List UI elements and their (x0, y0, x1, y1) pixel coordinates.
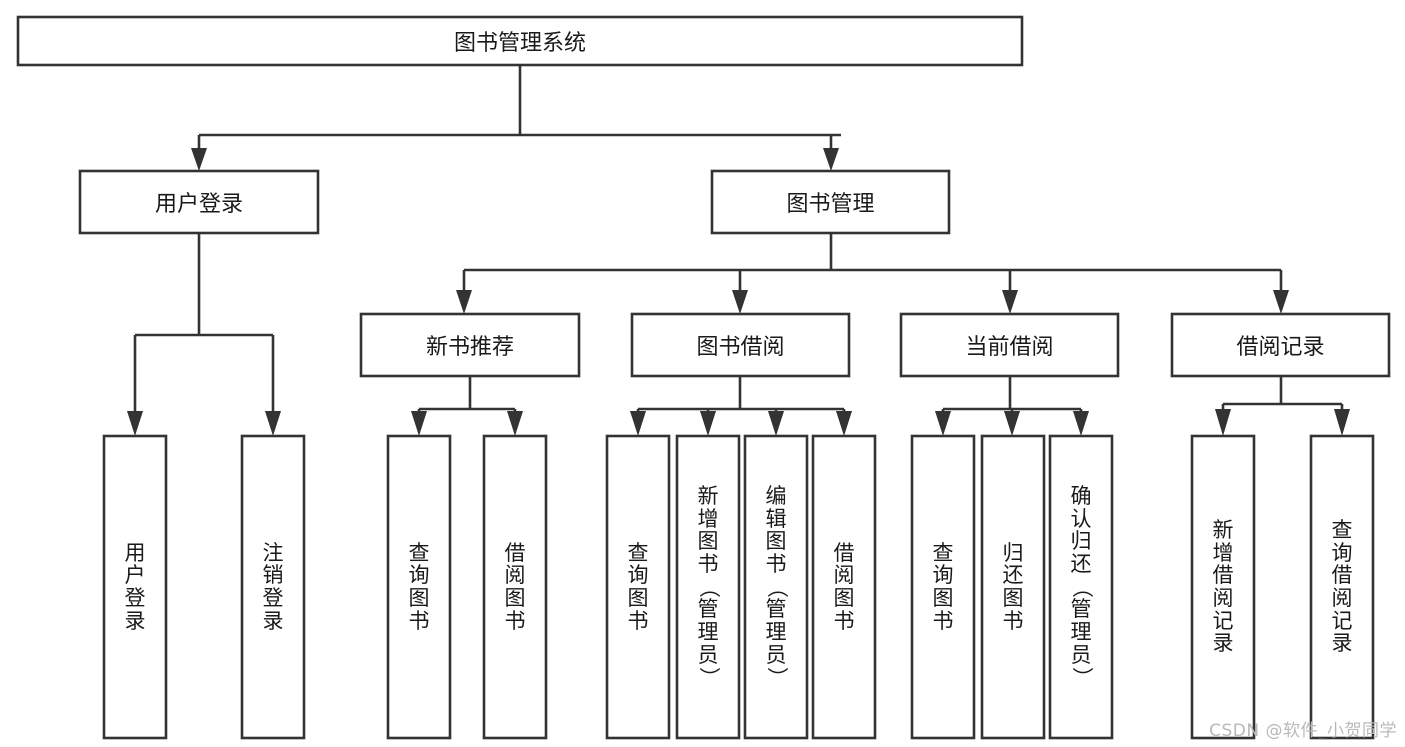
node-box-leaf-query-book-1[interactable] (386, 434, 452, 740)
node-box-leaf-add-book-admin[interactable] (675, 434, 741, 740)
arrow-head-leaf-query-book-1 (411, 411, 427, 436)
arrow-head-book-manage (823, 148, 839, 171)
node-box-leaf-query-book-2[interactable] (605, 434, 671, 740)
node-box-leaf-query-borrow-record[interactable] (1309, 434, 1375, 740)
node-box-leaf-return-book[interactable] (980, 434, 1046, 740)
node-box-leaf-edit-book-admin[interactable] (743, 434, 809, 740)
connector-group-borrow-record (1215, 376, 1350, 436)
connector-group-current-borrow (935, 376, 1089, 436)
arrow-head-leaf-query-book-3 (935, 411, 951, 436)
arrow-head-borrow-record (1273, 290, 1289, 314)
connector-group-user-login (127, 233, 281, 436)
arrow-head-leaf-user-login (127, 411, 143, 436)
node-box-user-login[interactable] (78, 169, 320, 235)
csdn-watermark: CSDN @软件_小贺同学 (1209, 721, 1397, 741)
arrow-head-leaf-borrow-book-2 (836, 411, 852, 436)
node-box-leaf-user-logout[interactable] (240, 434, 306, 740)
connector-group-new-book-recommend (411, 376, 523, 436)
node-box-leaf-query-book-3[interactable] (910, 434, 976, 740)
node-box-leaf-confirm-return-admin[interactable] (1048, 434, 1114, 740)
connector-group-root (191, 65, 841, 171)
arrow-head-leaf-add-borrow-record (1215, 409, 1231, 436)
node-box-leaf-user-login[interactable] (102, 434, 168, 740)
arrow-head-leaf-borrow-book-1 (507, 411, 523, 436)
arrow-head-new-book-recommend (456, 290, 472, 314)
arrow-head-leaf-user-logout (265, 411, 281, 436)
arrow-head-user-login (191, 148, 207, 171)
node-box-book-borrow[interactable] (630, 312, 851, 378)
arrow-head-leaf-add-book-admin (700, 411, 716, 436)
arrow-head-book-borrow (732, 290, 748, 314)
node-box-new-book-recommend[interactable] (359, 312, 581, 378)
node-box-leaf-borrow-book-1[interactable] (482, 434, 548, 740)
arrow-head-leaf-query-borrow-record (1334, 409, 1350, 436)
connector-group-book-manage (456, 233, 1289, 314)
node-box-current-borrow[interactable] (899, 312, 1120, 378)
connector-group-book-borrow (630, 376, 852, 436)
node-box-leaf-add-borrow-record[interactable] (1190, 434, 1256, 740)
arrow-head-current-borrow (1002, 290, 1018, 314)
arrow-head-leaf-edit-book-admin (768, 411, 784, 436)
arrow-head-leaf-return-book (1004, 411, 1020, 436)
node-box-leaf-borrow-book-2[interactable] (811, 434, 877, 740)
node-box-borrow-record[interactable] (1170, 312, 1391, 378)
arrow-head-leaf-query-book-2 (630, 411, 646, 436)
node-box-book-manage[interactable] (710, 169, 951, 235)
node-box-root[interactable] (16, 15, 1024, 67)
arrow-head-leaf-confirm-return-admin (1073, 411, 1089, 436)
